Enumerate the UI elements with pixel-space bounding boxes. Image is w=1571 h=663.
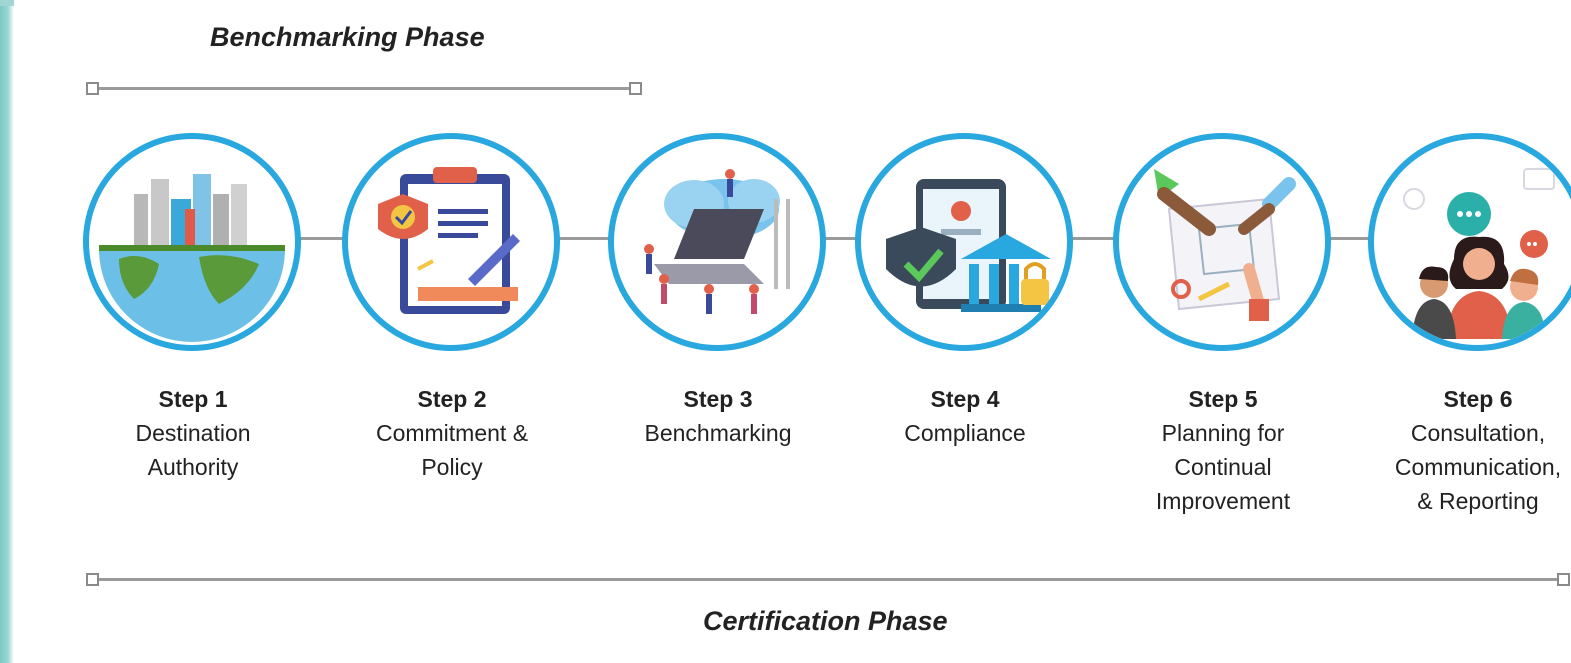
step-2-label: Step 2 Commitment & Policy bbox=[312, 382, 592, 484]
step-description: Compliance bbox=[904, 420, 1026, 446]
step-number: Step 4 bbox=[930, 386, 1000, 412]
certification-phase-title: Certification Phase bbox=[703, 606, 948, 636]
cloud-laptop-people-icon bbox=[608, 133, 826, 351]
step-number: Step 1 bbox=[158, 386, 228, 412]
bracket-start-marker bbox=[86, 573, 99, 586]
diagram-canvas bbox=[14, 0, 1571, 663]
step-1-label: Step 1 Destination Authority bbox=[53, 382, 333, 484]
step-5-label: Step 5 Planning for Continual Improvemen… bbox=[1083, 382, 1363, 518]
step-description: Benchmarking bbox=[644, 420, 792, 446]
step-6-label: Step 6 Consultation, Communication, & Re… bbox=[1338, 382, 1571, 518]
step-number: Step 6 bbox=[1443, 386, 1513, 412]
step-description: Destination Authority bbox=[135, 420, 251, 480]
step-number: Step 2 bbox=[417, 386, 487, 412]
globe-city-icon bbox=[83, 133, 301, 351]
step-number: Step 5 bbox=[1188, 386, 1258, 412]
step-4-label: Step 4 Compliance bbox=[825, 382, 1105, 450]
step-3-label: Step 3 Benchmarking bbox=[578, 382, 858, 450]
bracket-end-marker bbox=[629, 82, 642, 95]
people-chat-icon bbox=[1368, 133, 1571, 351]
benchmarking-phase-bracket bbox=[86, 82, 642, 95]
clipboard-policy-icon bbox=[342, 133, 560, 351]
planning-hands-icon bbox=[1113, 133, 1331, 351]
shield-bank-icon bbox=[855, 133, 1073, 351]
certification-phase-bracket bbox=[86, 573, 1570, 586]
benchmarking-phase-title: Benchmarking Phase bbox=[210, 22, 485, 52]
bracket-start-marker bbox=[86, 82, 99, 95]
step-number: Step 3 bbox=[683, 386, 753, 412]
steps-connector-line bbox=[190, 237, 1480, 240]
step-description: Consultation, Communication, & Reporting bbox=[1394, 420, 1562, 514]
step-description: Planning for Continual Improvement bbox=[1155, 420, 1291, 514]
bracket-end-marker bbox=[1557, 573, 1570, 586]
step-description: Commitment & Policy bbox=[375, 420, 529, 480]
